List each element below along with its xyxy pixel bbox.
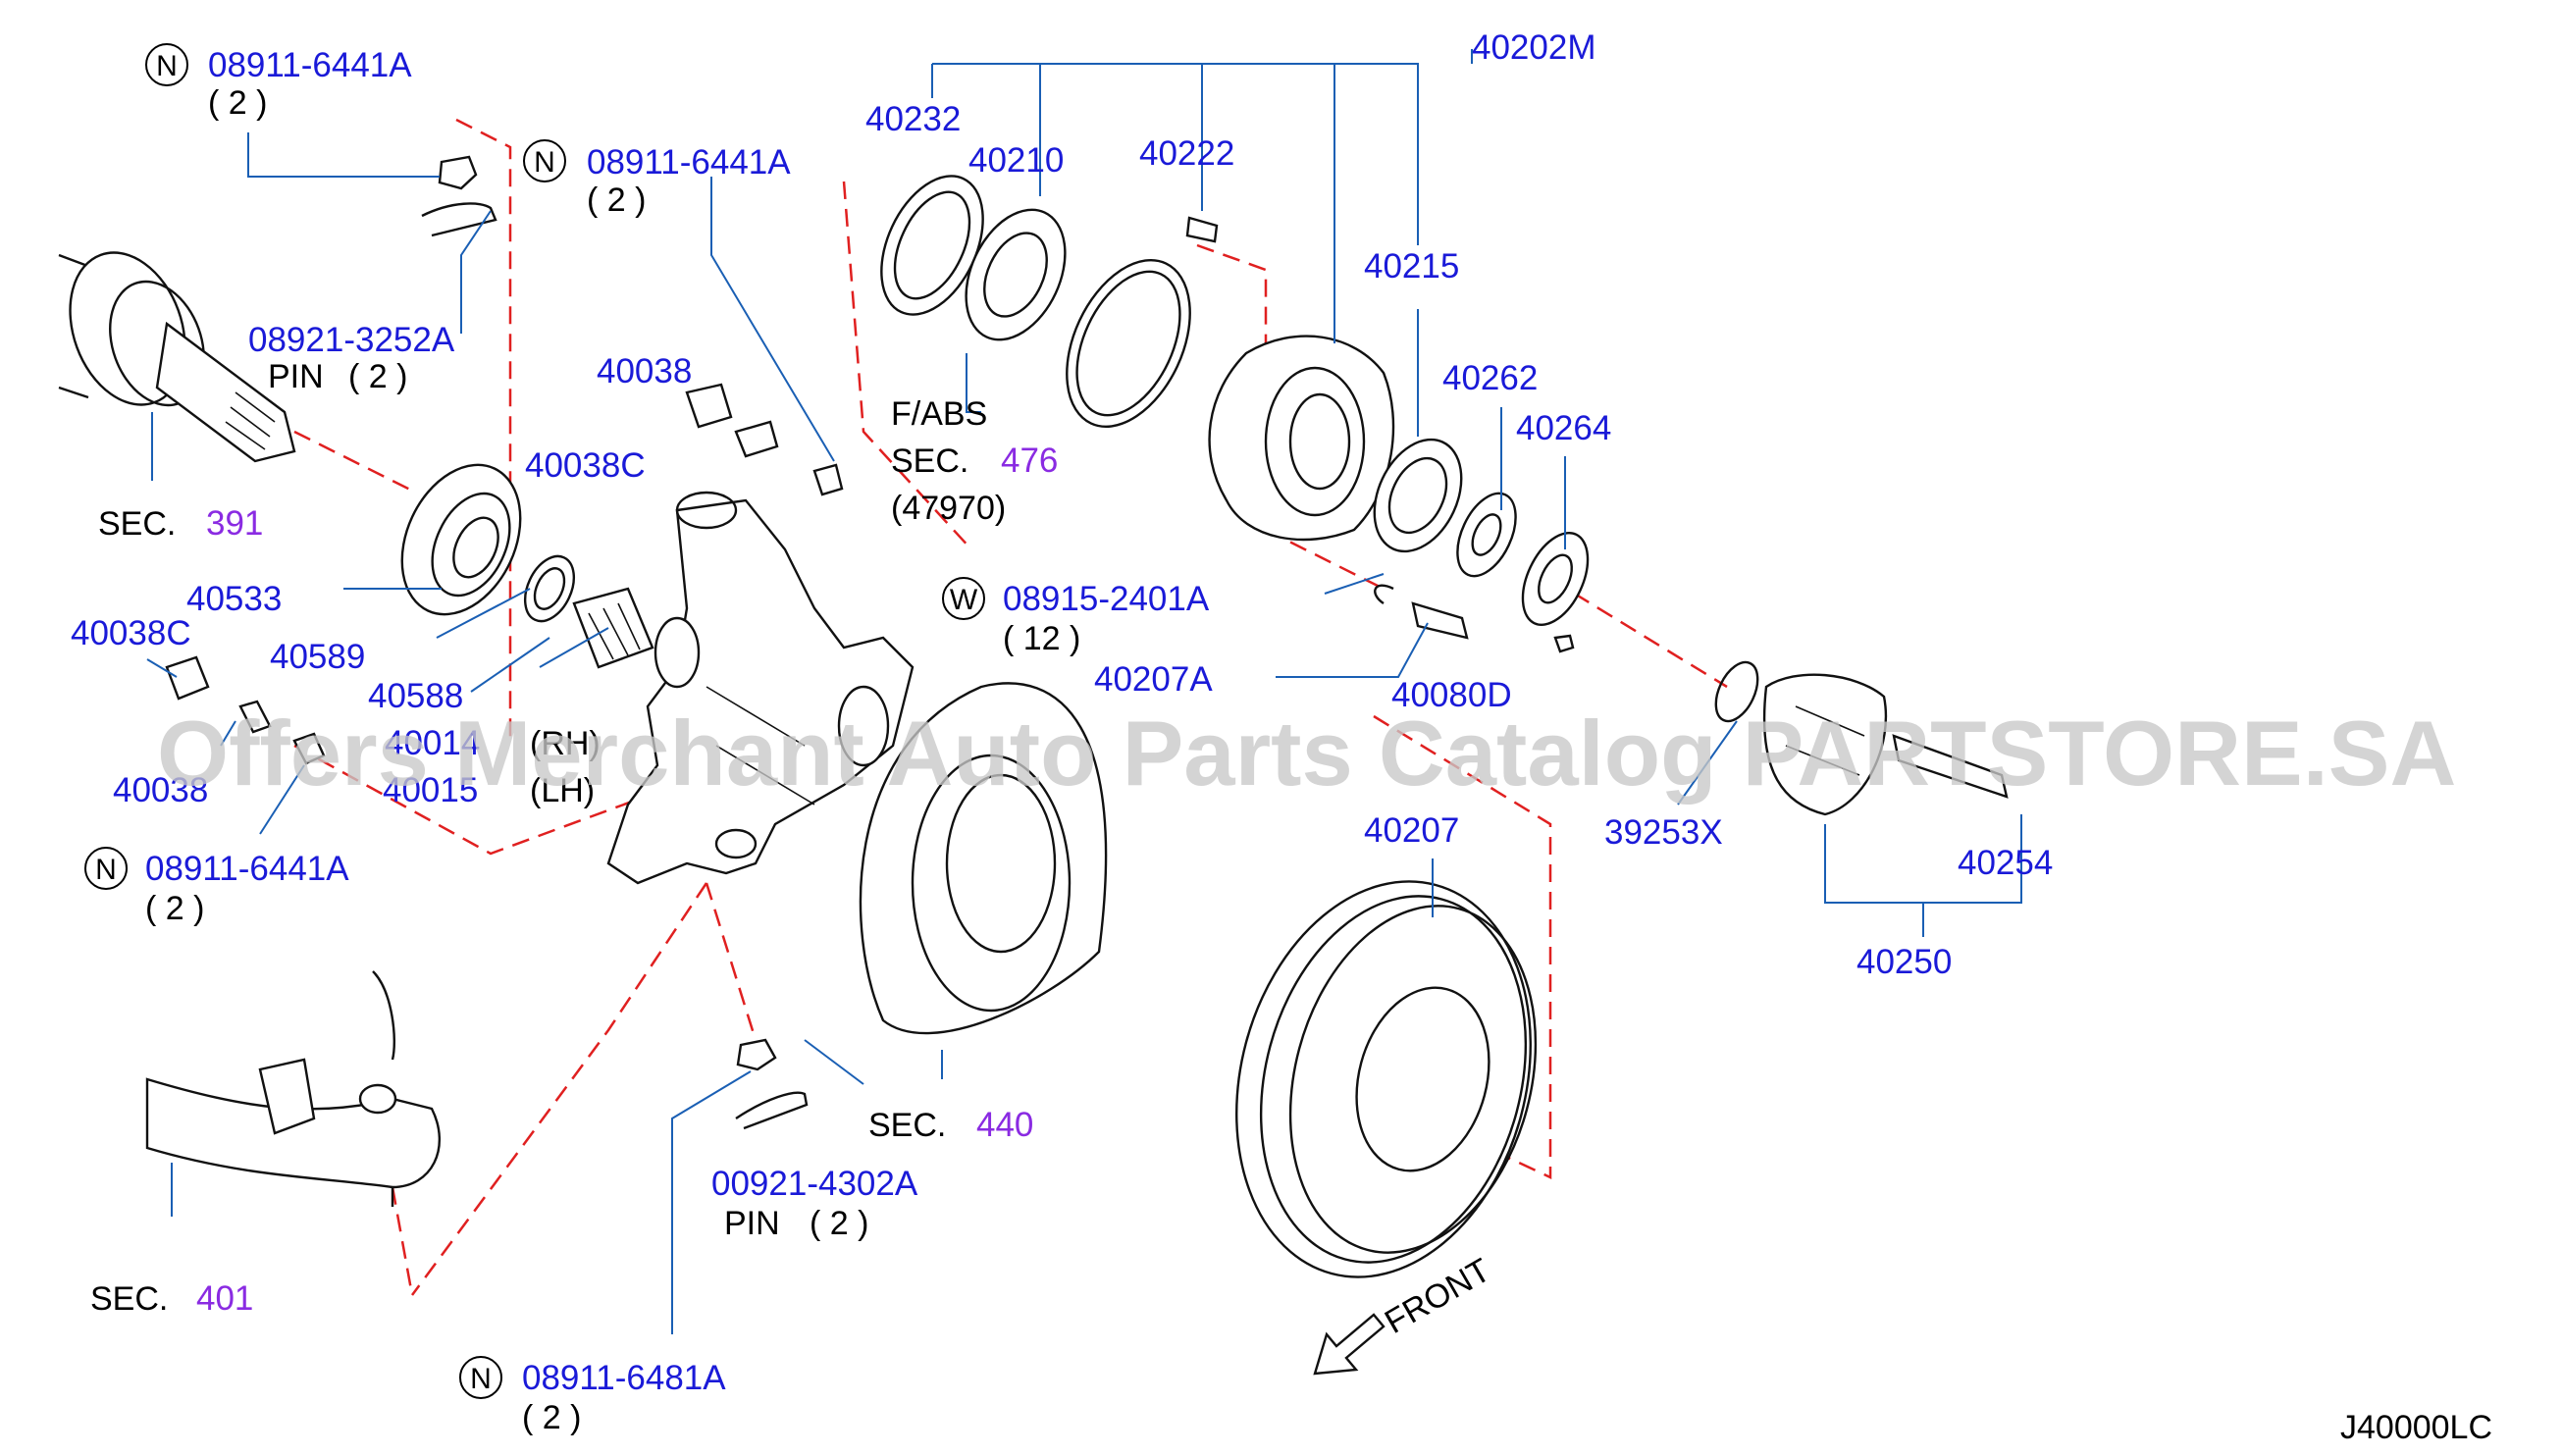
mark-letter: N — [534, 146, 555, 179]
section-prefix: SEC. — [98, 505, 176, 543]
part-code[interactable]: 40262 — [1442, 359, 1538, 397]
part-code[interactable]: 08911-6441A — [145, 850, 349, 888]
part-code[interactable]: 40207 — [1364, 811, 1459, 850]
drawing-code: J40000LC — [2340, 1409, 2492, 1446]
watermark: Offers Merchant Auto Parts Catalog PARTS… — [157, 702, 2456, 805]
locking-hub-drawing — [1714, 660, 2009, 816]
part-code[interactable]: 40533 — [186, 580, 282, 618]
part-code[interactable]: 40232 — [865, 100, 961, 138]
nut-and-pin-lower — [735, 1038, 809, 1130]
part-labels: 08911-6441A ( 2 ) 08911-6441A ( 2 ) 0892… — [71, 28, 2492, 1446]
mark-letter: N — [470, 1363, 492, 1395]
section-prefix: SEC. — [891, 442, 968, 480]
side-rh: (RH) — [530, 725, 601, 762]
part-qty: ( 2 ) — [348, 358, 407, 395]
drive-shaft-drawing — [58, 251, 296, 463]
part-code[interactable]: 40038C — [525, 446, 646, 485]
mark-circle — [84, 847, 128, 890]
part-code[interactable]: 08911-6481A — [522, 1359, 726, 1397]
part-code[interactable]: 40038 — [597, 352, 692, 390]
mark-letter: W — [950, 584, 978, 616]
part-pre: PIN — [268, 358, 324, 395]
lower-arm-drawing — [145, 970, 442, 1207]
nut-and-pin-top — [421, 155, 497, 237]
section-number[interactable]: 440 — [976, 1106, 1033, 1144]
part-code[interactable]: 40254 — [1958, 844, 2053, 882]
spec-marks: N N N N W — [84, 43, 985, 1399]
part-qty: ( 2 ) — [208, 84, 267, 122]
part-code[interactable]: 40222 — [1139, 134, 1234, 173]
fabs-label: F/ABS — [891, 395, 987, 433]
part-code[interactable]: 40210 — [968, 141, 1064, 180]
mark-letter: N — [95, 854, 117, 886]
part-code[interactable]: 40250 — [1856, 943, 1952, 981]
section-number[interactable]: 476 — [1001, 442, 1058, 480]
part-qty: ( 2 ) — [145, 890, 204, 927]
inner-bearing-drawing — [400, 463, 654, 669]
section-number[interactable]: 401 — [196, 1279, 253, 1318]
part-code[interactable]: 40264 — [1516, 409, 1611, 447]
steering-knuckle-drawing — [606, 491, 915, 885]
part-code[interactable]: 00921-4302A — [711, 1165, 918, 1203]
part-pre: PIN — [724, 1205, 780, 1242]
part-code[interactable]: 40588 — [368, 677, 463, 715]
mark-circle — [145, 43, 188, 86]
section-prefix: SEC. — [90, 1280, 168, 1318]
side-lh: (LH) — [530, 772, 595, 809]
section-number[interactable]: 391 — [206, 504, 263, 543]
part-qty: ( 2 ) — [810, 1205, 868, 1242]
hub-bearing-group-drawing — [880, 175, 1219, 429]
part-code[interactable]: 40215 — [1364, 247, 1459, 286]
brake-rotor-drawing — [1235, 880, 1538, 1278]
section-sub: (47970) — [891, 490, 1006, 527]
wheel-hub-drawing — [1208, 335, 1395, 542]
part-code[interactable]: 39253X — [1604, 813, 1723, 852]
part-code[interactable]: 40014 — [385, 724, 480, 762]
part-code[interactable]: 40202M — [1472, 28, 1595, 67]
mark-circle — [459, 1356, 502, 1399]
part-code[interactable]: 08921-3252A — [248, 321, 455, 359]
bushings-left — [165, 383, 844, 765]
part-code[interactable]: 08911-6441A — [587, 143, 791, 182]
part-code[interactable]: 40038 — [113, 771, 208, 809]
part-code[interactable]: 40080D — [1391, 676, 1512, 714]
part-qty: ( 2 ) — [522, 1399, 581, 1436]
part-code[interactable]: 08911-6441A — [208, 46, 412, 84]
mark-letter: N — [156, 50, 178, 82]
mark-circle — [942, 577, 985, 620]
part-code[interactable]: 08915-2401A — [1003, 580, 1210, 618]
outer-bearing-drawing — [1373, 438, 1590, 653]
section-prefix: SEC. — [868, 1107, 946, 1144]
part-code[interactable]: 40038C — [71, 614, 191, 652]
part-qty: ( 12 ) — [1003, 620, 1080, 657]
part-code[interactable]: 40015 — [383, 771, 478, 809]
dust-shield-drawing — [859, 682, 1108, 1035]
leader-lines — [146, 49, 2022, 1334]
part-code[interactable]: 40207A — [1094, 660, 1213, 699]
part-code[interactable]: 40589 — [270, 638, 365, 676]
part-qty: ( 2 ) — [587, 182, 646, 219]
mark-circle — [523, 139, 566, 182]
